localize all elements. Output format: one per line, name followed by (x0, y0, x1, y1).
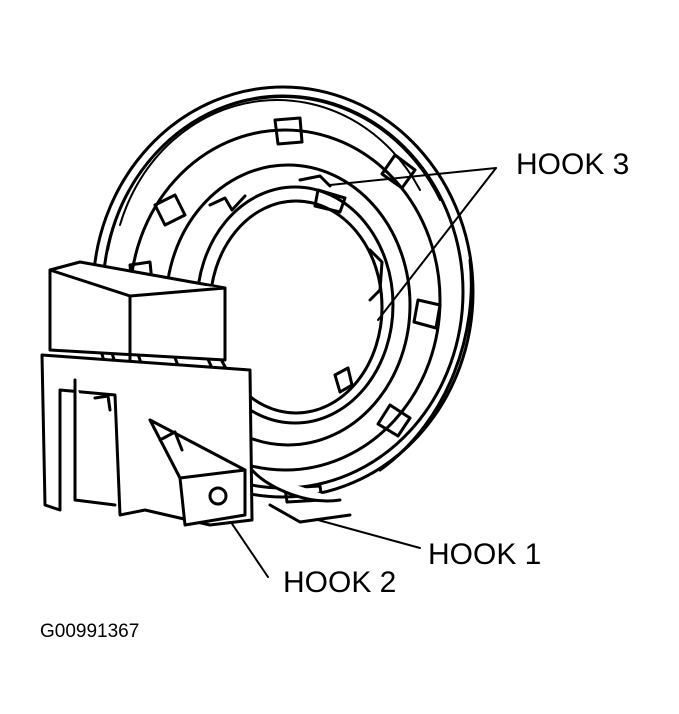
figure-id: G00991367 (40, 621, 140, 642)
hook-1-label: HOOK 1 (428, 538, 542, 571)
hook-2-label: HOOK 2 (283, 566, 397, 599)
connector-block (40, 260, 352, 527)
hook-3-label: HOOK 3 (516, 148, 630, 181)
